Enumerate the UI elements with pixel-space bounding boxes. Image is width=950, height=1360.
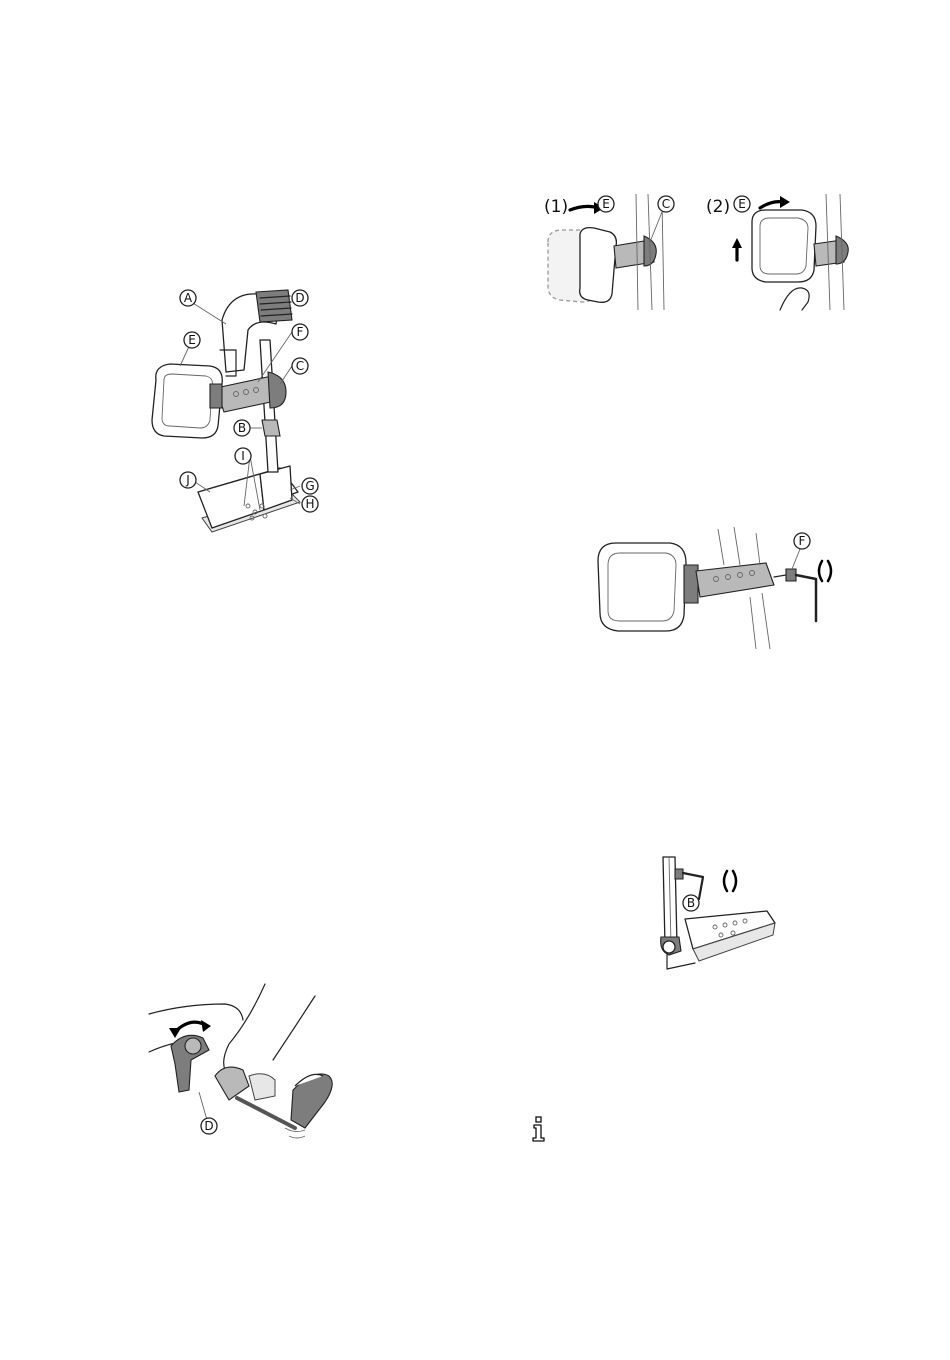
svg-text:E: E: [188, 333, 196, 347]
callout-e-step1: E: [598, 196, 614, 212]
callout-e-step2: E: [734, 196, 750, 212]
release-lever-d-figure: D: [145, 980, 345, 1140]
svg-text:E: E: [602, 197, 610, 211]
callout-c-step1: C: [658, 196, 674, 212]
svg-text:F: F: [297, 325, 304, 339]
leg-rest-overview-figure: A D E F C B I J G H: [140, 280, 330, 550]
info-icon: [530, 1116, 548, 1142]
svg-text:D: D: [295, 291, 304, 305]
step-1-label: (1): [544, 197, 568, 217]
callout-e: E: [184, 332, 200, 348]
callout-d-release: D: [201, 1118, 217, 1134]
svg-text:C: C: [296, 359, 304, 373]
callout-b-hex: B: [683, 895, 699, 911]
callout-d: D: [292, 290, 308, 306]
callout-h: H: [302, 496, 318, 512]
svg-text:B: B: [238, 421, 246, 435]
callout-a: A: [180, 290, 196, 306]
hex-key-b-adjustment-figure: B: [655, 855, 785, 980]
calf-pad-fold-steps-figure: (1) E C (2) E: [540, 190, 870, 315]
callout-f: F: [292, 324, 308, 340]
svg-text:C: C: [662, 197, 670, 211]
callout-b: B: [234, 420, 250, 436]
svg-text:A: A: [184, 291, 193, 305]
svg-text:I: I: [241, 449, 245, 463]
svg-text:E: E: [738, 197, 746, 211]
callout-i: I: [235, 448, 251, 464]
step-2-label: (2): [706, 197, 730, 217]
svg-text:J: J: [185, 473, 190, 487]
svg-text:B: B: [687, 896, 695, 910]
svg-text:H: H: [305, 497, 314, 511]
svg-text:F: F: [799, 534, 806, 548]
svg-text:D: D: [204, 1119, 213, 1133]
svg-text:G: G: [305, 479, 314, 493]
callout-f-hex: F: [794, 533, 810, 549]
callout-c: C: [292, 358, 308, 374]
callout-j: J: [180, 472, 196, 488]
hex-key-f-adjustment-figure: F: [590, 525, 840, 650]
callout-g: G: [302, 478, 318, 494]
